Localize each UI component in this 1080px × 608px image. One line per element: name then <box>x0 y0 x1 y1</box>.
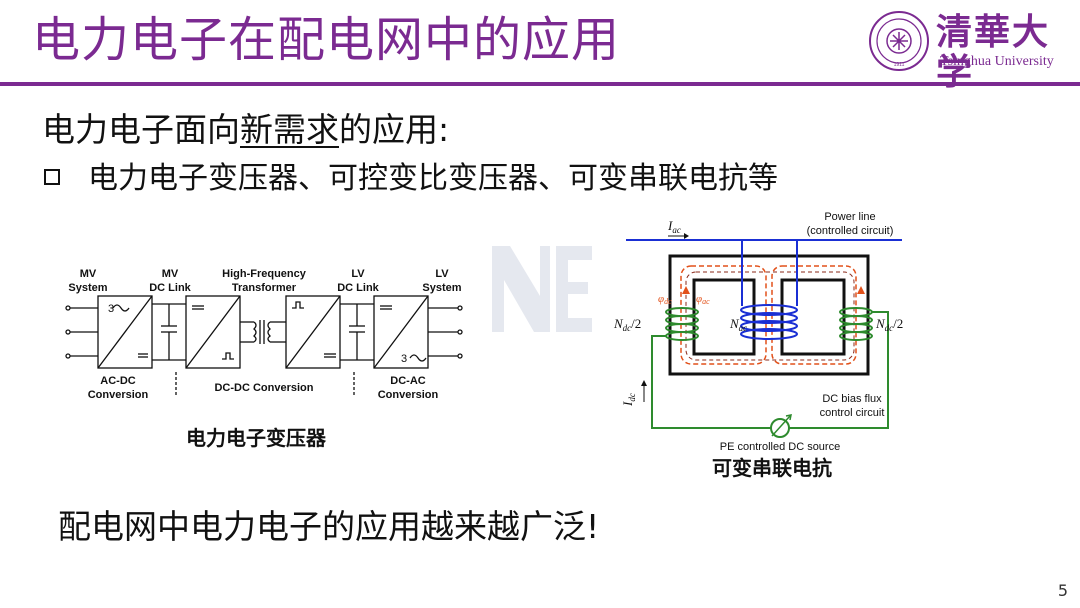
label-idc: Idc <box>620 393 637 407</box>
label-nac: Nac <box>729 316 747 333</box>
label-mv-system-1: MV <box>80 268 97 280</box>
vsr-diagram: Power line (controlled circuit) Iac φdc … <box>613 211 903 453</box>
label-bias-1: DC bias flux <box>822 393 882 405</box>
label-mv-dclink-2: DC Link <box>149 282 191 294</box>
bullet-text: 电力电子变压器、可控变比变压器、可变串联电抗等 <box>88 161 778 196</box>
heading-suffix: 的应用: <box>339 110 450 149</box>
conclusion-text: 配电网中电力电子的应用越来越广泛! <box>58 507 600 546</box>
logo-chinese-name: 清華大学 <box>936 11 1051 93</box>
label-dc-source: PE controlled DC source <box>720 441 840 453</box>
slide-title: 电力电子在配电网中的应用 <box>32 12 621 68</box>
label-mv-dclink-1: MV <box>162 268 179 280</box>
label-phi-dc: φdc <box>658 293 672 306</box>
watermark-logo-icon <box>492 246 592 332</box>
checkbox-bullet-icon <box>44 169 60 185</box>
label-power-line-2: (controlled circuit) <box>807 225 894 237</box>
label-three-phase-lv: 3 <box>401 353 407 365</box>
label-lv-system-2: System <box>422 282 461 294</box>
label-dcac-1: DC-AC <box>390 375 425 387</box>
pet-diagram: MV System MV DC Link High-Frequency Tran… <box>65 268 463 401</box>
label-lv-system-1: LV <box>435 268 449 280</box>
label-power-line-1: Power line <box>824 211 875 223</box>
label-iac: Iac <box>667 218 681 235</box>
page-number: 5 <box>1057 581 1068 600</box>
seal-year: 1911 <box>894 62 905 68</box>
logo-english-name: Tsinghua University <box>940 54 1054 69</box>
header-divider <box>0 82 1080 86</box>
label-dcac-2: Conversion <box>378 389 439 401</box>
label-lv-dclink-2: DC Link <box>337 282 379 294</box>
label-lv-dclink-1: LV <box>351 268 365 280</box>
pet-caption: 电力电子变压器 <box>186 426 326 450</box>
label-bias-2: control circuit <box>820 407 885 419</box>
label-hft-2: Transformer <box>232 282 297 294</box>
label-three-phase-mv: 3 <box>108 303 114 315</box>
label-ndc-left: Ndc/2 <box>613 316 641 333</box>
label-mv-system-2: System <box>68 282 107 294</box>
label-dcdc: DC-DC Conversion <box>214 382 313 394</box>
heading-prefix: 电力电子面向 <box>42 110 240 149</box>
label-ndc-right: Ndc/2 <box>875 316 903 333</box>
label-hft-1: High-Frequency <box>222 268 307 280</box>
section-heading: 电力电子面向新需求的应用: <box>42 110 449 150</box>
label-phi-ac: φac <box>696 293 710 306</box>
label-acdc-2: Conversion <box>88 389 149 401</box>
vsr-caption: 可变串联电抗 <box>712 456 832 480</box>
university-seal-icon: 1911 <box>869 11 929 71</box>
university-logo: 1911 清華大学 Tsinghua University <box>868 10 1068 92</box>
heading-underlined: 新需求 <box>240 110 339 149</box>
label-acdc-1: AC-DC <box>100 375 135 387</box>
